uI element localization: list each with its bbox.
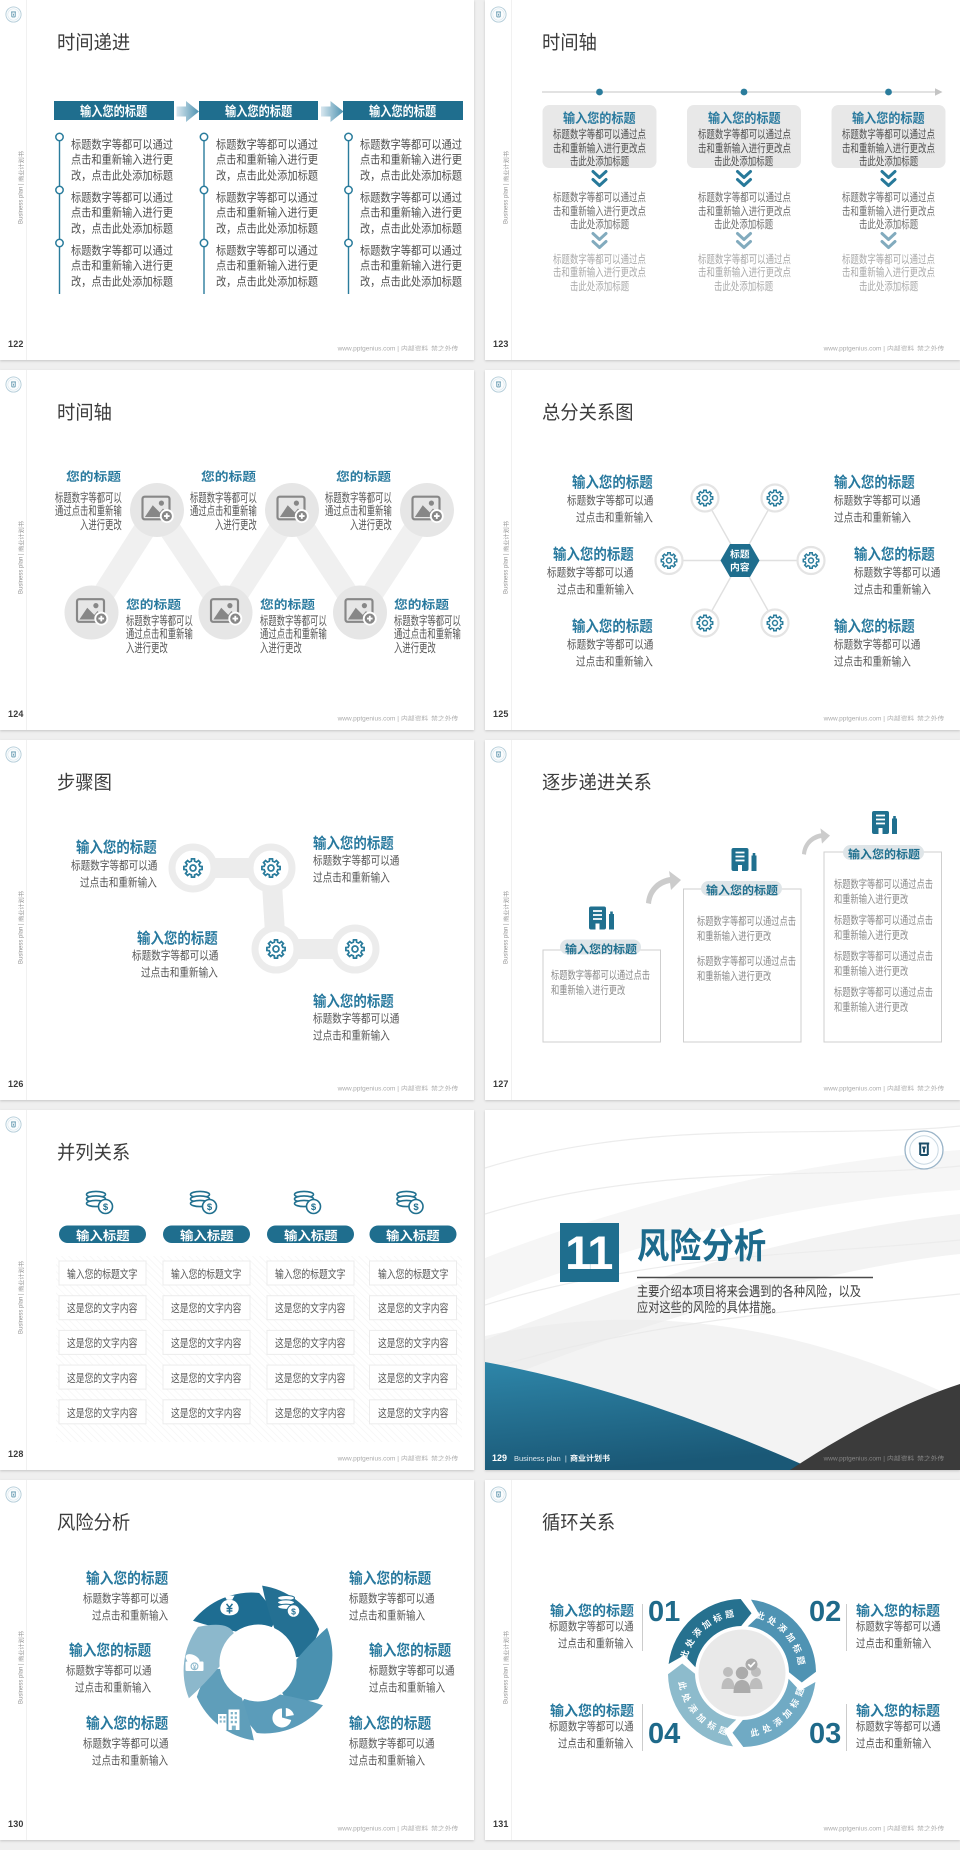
svg-text:$: $ bbox=[413, 1202, 419, 1213]
svg-text:$: $ bbox=[291, 1607, 296, 1617]
svg-text:$: $ bbox=[207, 1202, 213, 1213]
svg-text:$: $ bbox=[103, 1202, 109, 1213]
svg-text:$: $ bbox=[311, 1202, 317, 1213]
svg-text:¥: ¥ bbox=[193, 1664, 197, 1671]
